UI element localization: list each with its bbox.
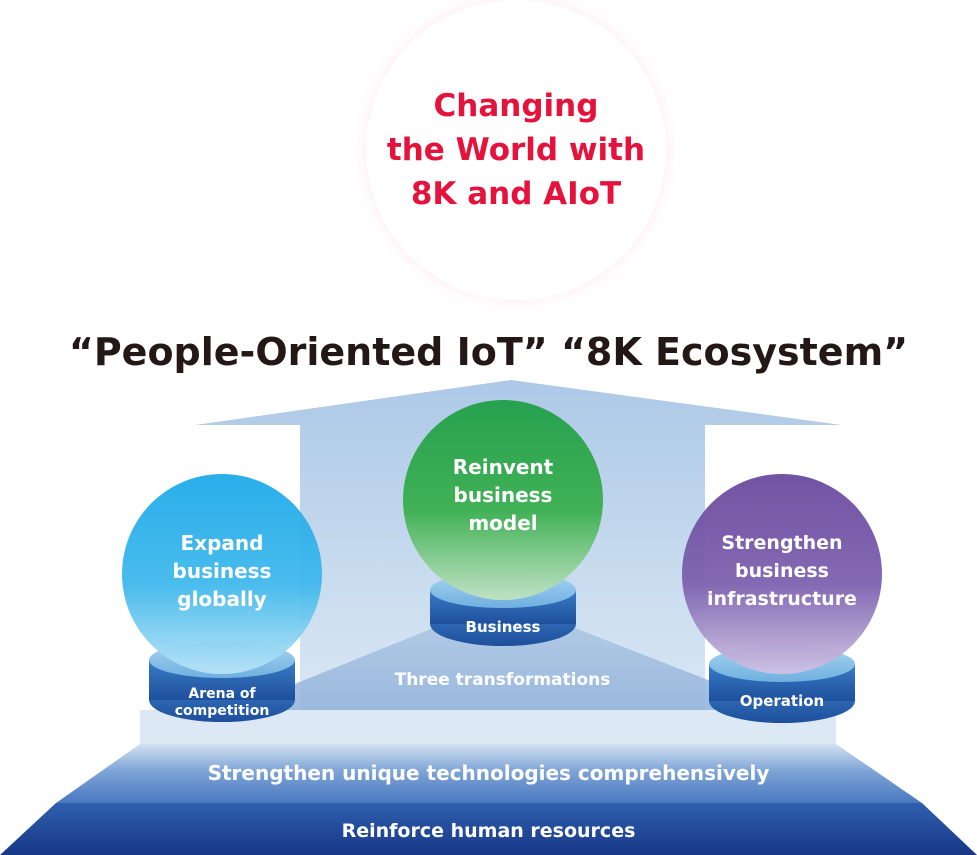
global-strategy-label: Expand business globally — [122, 529, 322, 613]
infra-pillar — [682, 474, 882, 723]
model-pillar — [403, 400, 603, 646]
vision-circle — [366, 0, 666, 300]
global-pillar — [122, 474, 322, 722]
model-line-2: business — [453, 483, 553, 507]
arena-label: Arena of competition — [149, 686, 295, 720]
global-sphere — [122, 474, 322, 674]
model-sphere — [403, 400, 603, 600]
vision-line-1: Changing — [433, 88, 599, 124]
infra-sphere — [682, 474, 882, 674]
global-line-2: business — [172, 559, 272, 583]
transformations-triangle — [230, 600, 785, 710]
technologies-label: Strengthen unique technologies comprehen… — [207, 761, 770, 785]
vision-statement: Changing the World with 8K and AIoT — [363, 84, 669, 216]
arena-line-1: Arena of — [188, 686, 256, 702]
transformations-label: Three transformations — [394, 670, 611, 690]
technologies-band — [56, 744, 922, 803]
headline: “People-Oriented IoT” “8K Ecosystem” — [68, 330, 909, 374]
infra-line-2: business — [735, 560, 829, 582]
model-line-1: Reinvent — [452, 455, 554, 479]
human-resources-band — [0, 803, 977, 855]
global-line-3: globally — [177, 587, 267, 611]
human-resources-label: Reinforce human resources — [341, 820, 636, 842]
model-line-3: model — [468, 511, 538, 535]
global-line-1: Expand — [180, 531, 264, 555]
operation-label: Operation — [739, 692, 825, 710]
model-strategy-label: Reinvent business model — [403, 453, 603, 537]
vision-line-3: 8K and AIoT — [410, 176, 622, 212]
vision-line-2: the World with — [386, 132, 646, 168]
infra-line-1: Strengthen — [721, 532, 843, 554]
business-label: Business — [465, 618, 541, 636]
arena-line-2: competition — [174, 703, 270, 719]
infra-line-3: infrastructure — [707, 588, 857, 610]
infra-strategy-label: Strengthen business infrastructure — [682, 529, 882, 613]
